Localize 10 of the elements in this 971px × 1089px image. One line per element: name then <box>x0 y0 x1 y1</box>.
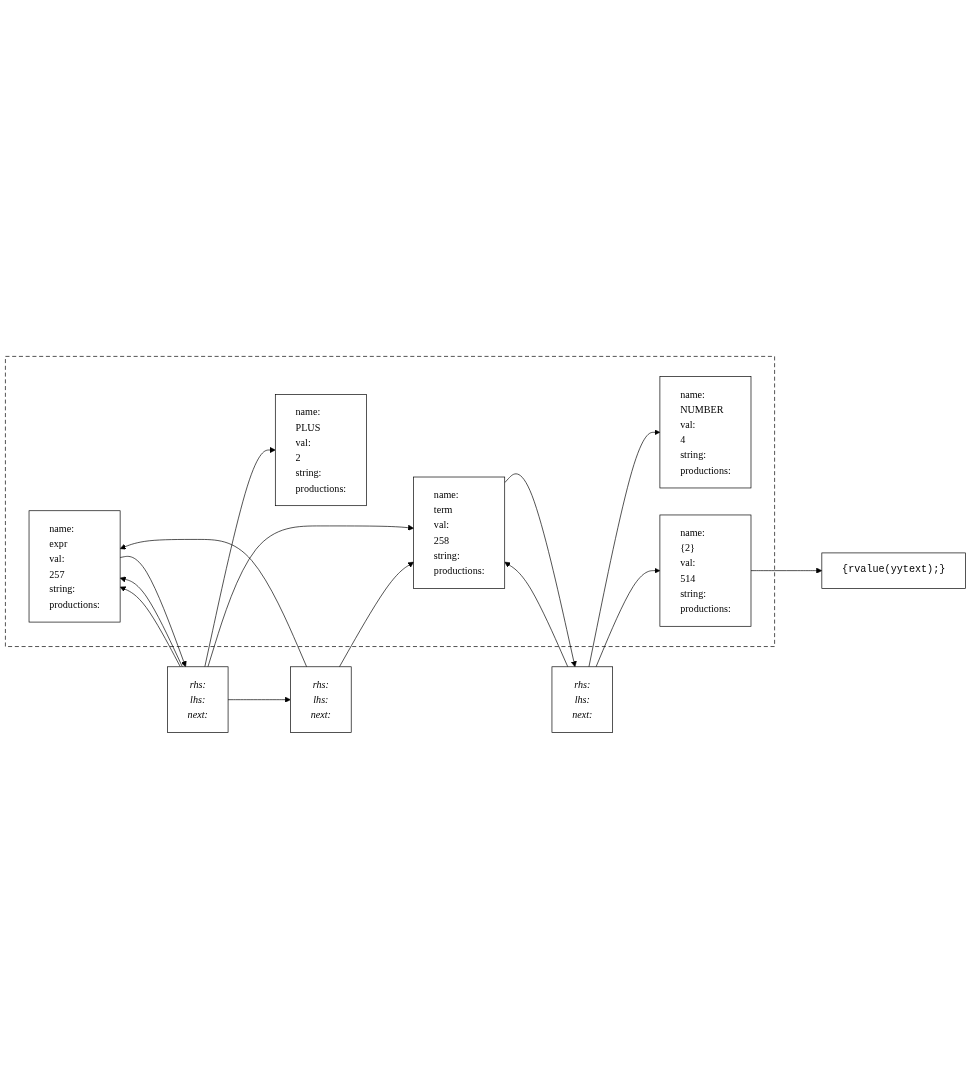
cluster <box>5 356 775 647</box>
node-box: name: {2} val: 514 string: productions: <box>659 514 752 627</box>
node-box: name: NUMBER val: 4 string: productions: <box>659 376 752 489</box>
node-box: name: term val: 258 string: productions: <box>413 476 506 589</box>
node-box: name: PLUS val: 2 string: productions: <box>274 394 367 507</box>
node-box: rhs: lhs: next: <box>290 666 352 733</box>
node-box: {rvalue(yytext);} <box>821 552 966 589</box>
node-box: name: expr val: 257 string: productions: <box>28 510 121 623</box>
node-box: rhs: lhs: next: <box>167 666 229 733</box>
node-box: rhs: lhs: next: <box>551 666 613 733</box>
